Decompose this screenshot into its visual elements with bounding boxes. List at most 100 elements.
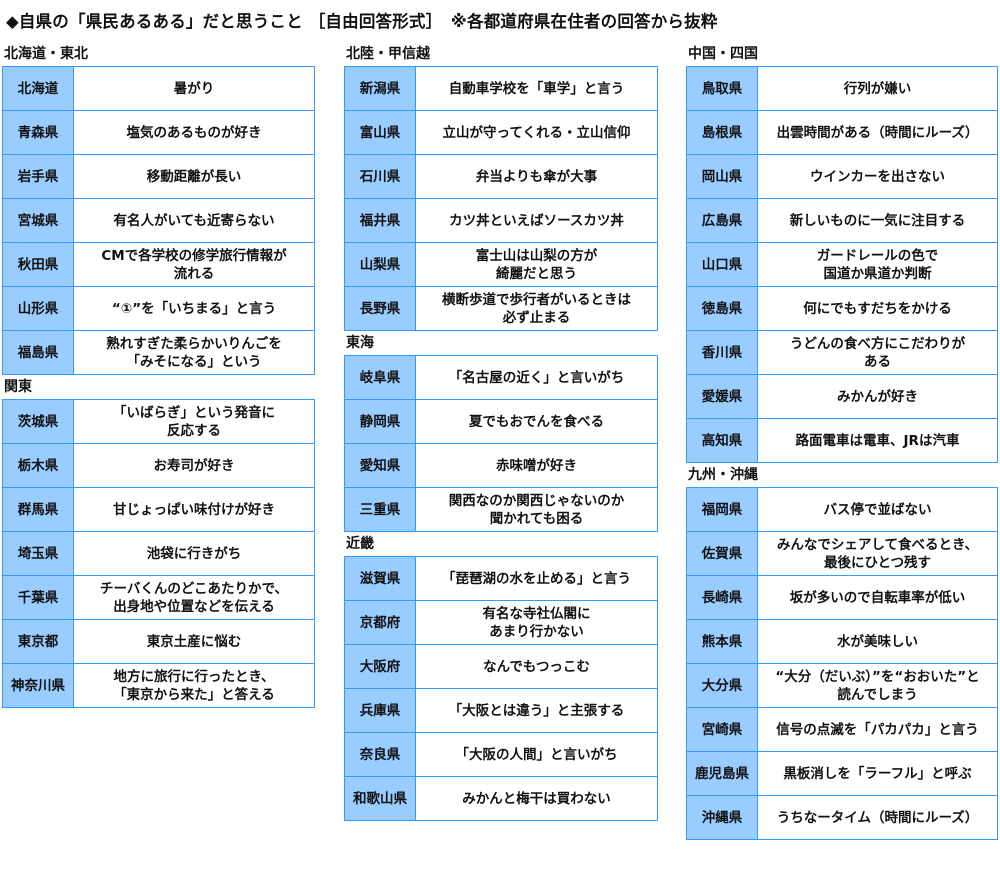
table-row: 北海道暑がり (2, 66, 315, 111)
column-2: 北陸・甲信越新潟県自動車学校を「車学」と言う富山県立山が守ってくれる・立山信仰石… (344, 44, 658, 823)
table-row: 神奈川県地方に旅行に行ったとき、 「東京から来た」と答える (2, 663, 315, 708)
table-row: 三重県関西なのか関西じゃないのか 聞かれても困る (344, 487, 658, 532)
prefecture-name: 秋田県 (2, 242, 74, 287)
answer-text: 熟れすぎた柔らかいりんごを 「みそになる」という (73, 330, 315, 375)
prefecture-name: 大阪府 (344, 644, 416, 689)
table-row: 岩手県移動距離が長い (2, 154, 315, 199)
prefecture-name: 鹿児島県 (686, 751, 758, 796)
answer-text: 関西なのか関西じゃないのか 聞かれても困る (415, 487, 658, 532)
table-row: 愛媛県みかんが好き (686, 374, 998, 419)
answer-text: みかんと梅干は買わない (415, 776, 658, 821)
prefecture-name: 高知県 (686, 418, 758, 463)
table-row: 福岡県バス停で並ばない (686, 487, 998, 532)
answer-text: 「名古屋の近く」と言いがち (415, 355, 658, 400)
prefecture-name: 熊本県 (686, 619, 758, 664)
table-row: 和歌山県みかんと梅干は買わない (344, 776, 658, 821)
prefecture-name: 埼玉県 (2, 531, 74, 576)
prefecture-name: 和歌山県 (344, 776, 416, 821)
answer-text: 甘じょっぱい味付けが好き (73, 487, 315, 532)
prefecture-name: 愛媛県 (686, 374, 758, 419)
prefecture-name: 富山県 (344, 110, 416, 155)
region-table: 滋賀県「琵琶湖の水を止める」と言う京都府有名な寺社仏閣に あまり行かない大阪府な… (344, 556, 658, 821)
table-row: 岐阜県「名古屋の近く」と言いがち (344, 355, 658, 400)
region-label: 中国・四国 (688, 46, 758, 62)
table-row: 鳥取県行列が嫌い (686, 66, 998, 111)
page-title: ◆自県の「県民あるある」だと思うこと ［自由回答形式］ ※各都道府県在住者の回答… (6, 12, 718, 31)
prefecture-name: 奈良県 (344, 732, 416, 777)
prefecture-name: 山口県 (686, 242, 758, 287)
table-row: 山形県“①”を「いちまる」と言う (2, 286, 315, 331)
region-label: 東海 (346, 335, 374, 351)
prefecture-name: 兵庫県 (344, 688, 416, 733)
answer-text: 出雲時間がある（時間にルーズ） (757, 110, 998, 155)
table-row: 愛知県赤味噌が好き (344, 443, 658, 488)
table-row: 千葉県チーバくんのどこあたりかで、 出身地や位置などを伝える (2, 575, 315, 620)
prefecture-name: 三重県 (344, 487, 416, 532)
region-table: 新潟県自動車学校を「車学」と言う富山県立山が守ってくれる・立山信仰石川県弁当より… (344, 66, 658, 331)
prefecture-name: 山梨県 (344, 242, 416, 287)
answer-text: 横断歩道で歩行者がいるときは 必ず止まる (415, 286, 658, 331)
prefecture-name: 徳島県 (686, 286, 758, 331)
answer-text: 水が美味しい (757, 619, 998, 664)
prefecture-name: 北海道 (2, 66, 74, 111)
table-row: 奈良県「大阪の人間」と言いがち (344, 732, 658, 777)
table-row: 宮城県有名人がいても近寄らない (2, 198, 315, 243)
prefecture-name: 静岡県 (344, 399, 416, 444)
table-row: 富山県立山が守ってくれる・立山信仰 (344, 110, 658, 155)
prefecture-name: 宮城県 (2, 198, 74, 243)
answer-text: 富士山は山梨の方が 綺麗だと思う (415, 242, 658, 287)
answer-text: 黒板消しを「ラーフル」と呼ぶ (757, 751, 998, 796)
prefecture-name: 鳥取県 (686, 66, 758, 111)
prefecture-name: 佐賀県 (686, 531, 758, 576)
prefecture-name: 愛知県 (344, 443, 416, 488)
answer-text: カツ丼といえばソースカツ丼 (415, 198, 658, 243)
region-table: 北海道暑がり青森県塩気のあるものが好き岩手県移動距離が長い宮城県有名人がいても近… (2, 66, 315, 375)
table-row: 滋賀県「琵琶湖の水を止める」と言う (344, 556, 658, 601)
table-row: 福井県カツ丼といえばソースカツ丼 (344, 198, 658, 243)
answer-text: 行列が嫌い (757, 66, 998, 111)
prefecture-name: 岐阜県 (344, 355, 416, 400)
prefecture-name: 香川県 (686, 330, 758, 375)
prefecture-name: 千葉県 (2, 575, 74, 620)
table-row: 兵庫県「大阪とは違う」と主張する (344, 688, 658, 733)
table-row: 埼玉県池袋に行きがち (2, 531, 315, 576)
answer-text: なんでもつっこむ (415, 644, 658, 689)
answer-text: CMで各学校の修学旅行情報が 流れる (73, 242, 315, 287)
answer-text: うちなータイム（時間にルーズ） (757, 795, 998, 840)
table-row: 沖縄県うちなータイム（時間にルーズ） (686, 795, 998, 840)
table-row: 福島県熟れすぎた柔らかいりんごを 「みそになる」という (2, 330, 315, 375)
prefecture-name: 岩手県 (2, 154, 74, 199)
prefecture-name: 京都府 (344, 600, 416, 645)
table-row: 香川県うどんの食べ方にこだわりが ある (686, 330, 998, 375)
answer-text: 「大阪の人間」と言いがち (415, 732, 658, 777)
region-label: 九州・沖縄 (688, 467, 758, 483)
region-table: 茨城県「いばらぎ」という発音に 反応する栃木県お寿司が好き群馬県甘じょっぱい味付… (2, 399, 315, 708)
table-row: 東京都東京土産に悩む (2, 619, 315, 664)
table-row: 徳島県何にでもすだちをかける (686, 286, 998, 331)
prefecture-name: 石川県 (344, 154, 416, 199)
answer-text: “①”を「いちまる」と言う (73, 286, 315, 331)
answer-text: 「いばらぎ」という発音に 反応する (73, 399, 315, 444)
prefecture-name: 福島県 (2, 330, 74, 375)
table-row: 栃木県お寿司が好き (2, 443, 315, 488)
answer-text: 有名な寺社仏閣に あまり行かない (415, 600, 658, 645)
answer-text: 坂が多いので自転車率が低い (757, 575, 998, 620)
table-row: 長野県横断歩道で歩行者がいるときは 必ず止まる (344, 286, 658, 331)
table-row: 静岡県夏でもおでんを食べる (344, 399, 658, 444)
prefecture-name: 滋賀県 (344, 556, 416, 601)
table-row: 大分県“大分（だいぶ）”を“おおいた”と 読んでしまう (686, 663, 998, 708)
answer-text: お寿司が好き (73, 443, 315, 488)
answer-text: バス停で並ばない (757, 487, 998, 532)
answer-text: ウインカーを出さない (757, 154, 998, 199)
answer-text: 信号の点滅を「パカパカ」と言う (757, 707, 998, 752)
answer-text: 立山が守ってくれる・立山信仰 (415, 110, 658, 155)
prefecture-name: 長崎県 (686, 575, 758, 620)
region-label: 近畿 (346, 536, 374, 552)
answer-text: 池袋に行きがち (73, 531, 315, 576)
answer-text: 塩気のあるものが好き (73, 110, 315, 155)
region-table: 福岡県バス停で並ばない佐賀県みんなでシェアして食べるとき、 最後にひとつ残す長崎… (686, 487, 998, 840)
table-row: 岡山県ウインカーを出さない (686, 154, 998, 199)
answer-text: 東京土産に悩む (73, 619, 315, 664)
column-1: 北海道・東北北海道暑がり青森県塩気のあるものが好き岩手県移動距離が長い宮城県有名… (2, 44, 315, 710)
answer-text: “大分（だいぶ）”を“おおいた”と 読んでしまう (757, 663, 998, 708)
